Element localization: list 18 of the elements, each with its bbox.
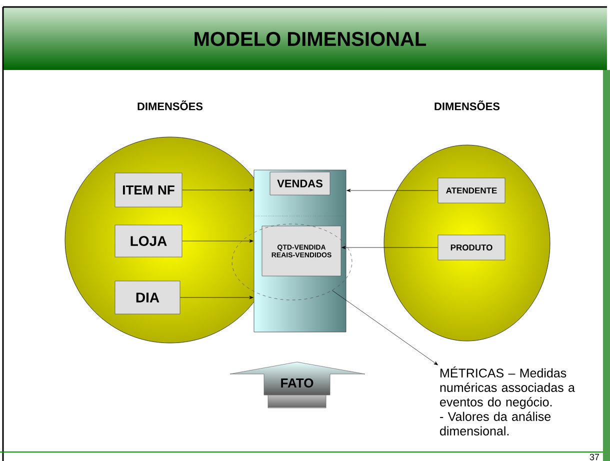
arrow	[182, 239, 254, 243]
metrics-note: MÉTRICAS – Medidas numéricas associadas a eventos do negócio. - Valores da análise dimensional.	[440, 366, 575, 436]
leader-line	[332, 290, 438, 366]
arrow	[180, 296, 254, 300]
page-number: 37	[590, 454, 600, 460]
node-label: DIMENSÕES	[138, 100, 203, 110]
title: MODELO DIMENSIONAL	[194, 32, 426, 46]
dimension-box: PRODUTO	[438, 234, 506, 260]
arrow	[182, 188, 254, 192]
dimension-box: ATENDENTE	[438, 178, 506, 204]
dimension-box: DIA	[114, 280, 180, 314]
arrow	[342, 246, 438, 250]
arrow	[346, 188, 438, 192]
dimension-box: ITEM NF	[114, 172, 182, 208]
table-box: VENDAS	[270, 172, 330, 196]
dashed-ellipse	[232, 224, 352, 300]
node-label: DIMENSÕES	[434, 100, 500, 110]
dimension-box: LOJA	[114, 224, 182, 258]
